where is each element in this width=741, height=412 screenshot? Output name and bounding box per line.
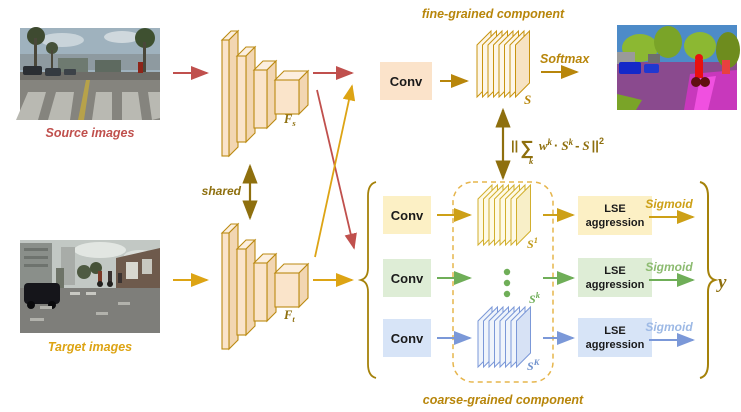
sigma-subscript: k bbox=[529, 156, 534, 166]
fine-stack-label: S bbox=[524, 92, 531, 107]
sigmoid-label-3: Sigmoid bbox=[645, 320, 693, 334]
softmax-label: Softmax bbox=[540, 52, 590, 66]
target-photo bbox=[20, 240, 160, 333]
source-photo bbox=[16, 27, 160, 120]
lse-box-2 bbox=[578, 258, 652, 297]
encoder-slab bbox=[220, 29, 240, 158]
encoder-cube bbox=[273, 262, 310, 309]
consistency-loss-formula: ||∑wk·Sk-S||2 bbox=[511, 136, 604, 159]
fine-grained-title: fine-grained component bbox=[422, 7, 565, 21]
shared-label: shared bbox=[202, 184, 242, 198]
encoder-slab bbox=[252, 252, 278, 323]
coarse-conv-box-2 bbox=[383, 259, 431, 297]
lse-label-3-line2: aggression bbox=[586, 339, 645, 351]
lse-box-1 bbox=[578, 196, 652, 235]
fine-feature-stack bbox=[476, 29, 530, 99]
coarse-feature-stack-1 bbox=[477, 183, 531, 247]
encoder-ft-label: Ft bbox=[283, 308, 295, 324]
encoder-cube bbox=[273, 69, 310, 116]
coarse-feature-stack-3 bbox=[477, 305, 531, 369]
fine-conv-box bbox=[380, 62, 432, 100]
lse-label-2-line2: aggression bbox=[586, 279, 645, 291]
coarse-conv-box-1 bbox=[383, 196, 431, 234]
source-images-label: Source images bbox=[46, 126, 135, 140]
lse-label-1-line2: aggression bbox=[586, 217, 645, 229]
stacks-dashed-box bbox=[452, 181, 554, 383]
lse-label-3-line1: LSE bbox=[604, 325, 625, 337]
lse-label-1-line1: LSE bbox=[604, 203, 625, 215]
segmentation-output bbox=[617, 25, 740, 110]
coarse-conv-box-3 bbox=[383, 319, 431, 357]
encoder-slab bbox=[252, 59, 278, 130]
encoder-slab bbox=[220, 222, 240, 351]
output-y-label: y bbox=[716, 272, 727, 293]
source-encoder bbox=[220, 29, 310, 158]
lse-label-2-line1: LSE bbox=[604, 265, 625, 277]
sigmoid-label-1: Sigmoid bbox=[645, 197, 693, 211]
stack-ellipsis-dots-icon bbox=[503, 268, 511, 298]
lse-box-3 bbox=[578, 318, 652, 357]
coarse-left-brace-icon bbox=[357, 181, 377, 379]
coarse-grained-title: coarse-grained component bbox=[423, 393, 584, 407]
sigmoid-label-2: Sigmoid bbox=[645, 260, 693, 274]
coarse-stack-label-2: Sk bbox=[529, 290, 541, 306]
coarse-stack-label-3: SK bbox=[527, 357, 541, 373]
fine-conv-label: Conv bbox=[390, 74, 423, 89]
coarse-stack-label-1: S1 bbox=[527, 235, 538, 251]
coarse-conv-label-2: Conv bbox=[391, 271, 424, 286]
coarse-conv-label-3: Conv bbox=[391, 331, 424, 346]
coarse-conv-label-1: Conv bbox=[391, 208, 424, 223]
source-features-to-coarse-cross-arrow-icon bbox=[316, 89, 357, 250]
output-right-brace-icon bbox=[699, 181, 719, 379]
encoder-slab bbox=[235, 45, 257, 144]
target-features-to-fine-cross-arrow-icon bbox=[314, 84, 356, 258]
target-images-label: Target images bbox=[48, 340, 132, 354]
encoder-slab bbox=[235, 238, 257, 337]
target-encoder bbox=[220, 222, 310, 351]
encoder-fs-label: Fs bbox=[283, 112, 296, 128]
